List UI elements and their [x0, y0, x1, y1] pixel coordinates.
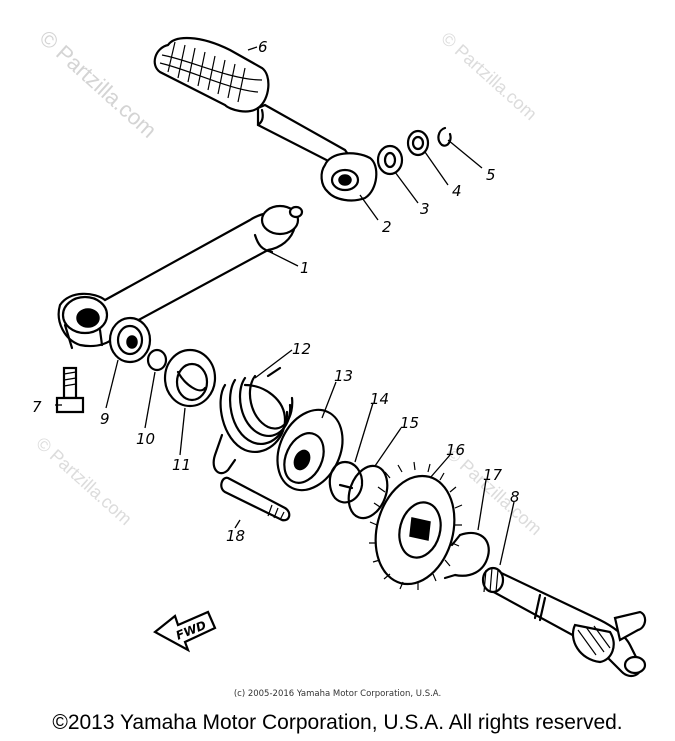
ring-15: [347, 464, 389, 520]
callout-5: 5: [486, 166, 496, 184]
kick-gear-16: [369, 461, 463, 590]
spring-guide-11: [163, 348, 217, 408]
callout-4: 4: [452, 182, 462, 200]
callout-12: 12: [292, 340, 311, 358]
callout-labels: 6 1 2 3 4 5 7 9 10 11 12 13 14 15 16 17 …: [32, 38, 520, 545]
kick-crank: [57, 204, 304, 350]
watermark-top-left: © Partzilla.com: [35, 25, 162, 143]
callout-13: 13: [334, 367, 353, 385]
callout-1: 1: [300, 259, 310, 277]
callout-14: 14: [370, 390, 389, 408]
watermark-bottom-left: © Partzilla.com: [32, 433, 136, 529]
pin-18: [220, 476, 291, 522]
watermark-top-right: © Partzilla.com: [437, 28, 541, 124]
circlip-10: [146, 348, 168, 372]
callout-15: 15: [400, 414, 419, 432]
oil-seal-9: [108, 316, 152, 364]
clip-5: [437, 126, 452, 147]
washer-4: [406, 129, 430, 157]
ratchet-clip-17: [443, 531, 490, 580]
leader-lines: [55, 46, 515, 566]
callout-3: 3: [420, 200, 430, 218]
washer-3: [376, 144, 404, 176]
callout-10: 10: [136, 430, 155, 448]
callout-17: 17: [483, 466, 503, 484]
callout-18: 18: [226, 527, 245, 545]
kick-pedal-arm: [256, 103, 378, 202]
callout-8: 8: [510, 488, 520, 506]
callout-16: 16: [446, 441, 465, 459]
callout-6: 6: [258, 38, 268, 56]
circlip-14: [328, 460, 364, 504]
bolt-7: [55, 366, 85, 414]
callout-7: 7: [32, 398, 42, 416]
callout-11: 11: [172, 456, 191, 474]
fwd-arrow: FWD: [153, 610, 217, 653]
kick-spring-12: [212, 366, 294, 475]
small-copyright: (c) 2005-2016 Yamaha Motor Corporation, …: [233, 689, 442, 699]
callout-9: 9: [100, 410, 110, 428]
main-copyright: ©2013 Yamaha Motor Corporation, U.S.A. A…: [52, 711, 623, 734]
spring-cover-13: [276, 408, 344, 492]
callout-2: 2: [382, 218, 392, 236]
kick-axle-8: [481, 566, 647, 678]
